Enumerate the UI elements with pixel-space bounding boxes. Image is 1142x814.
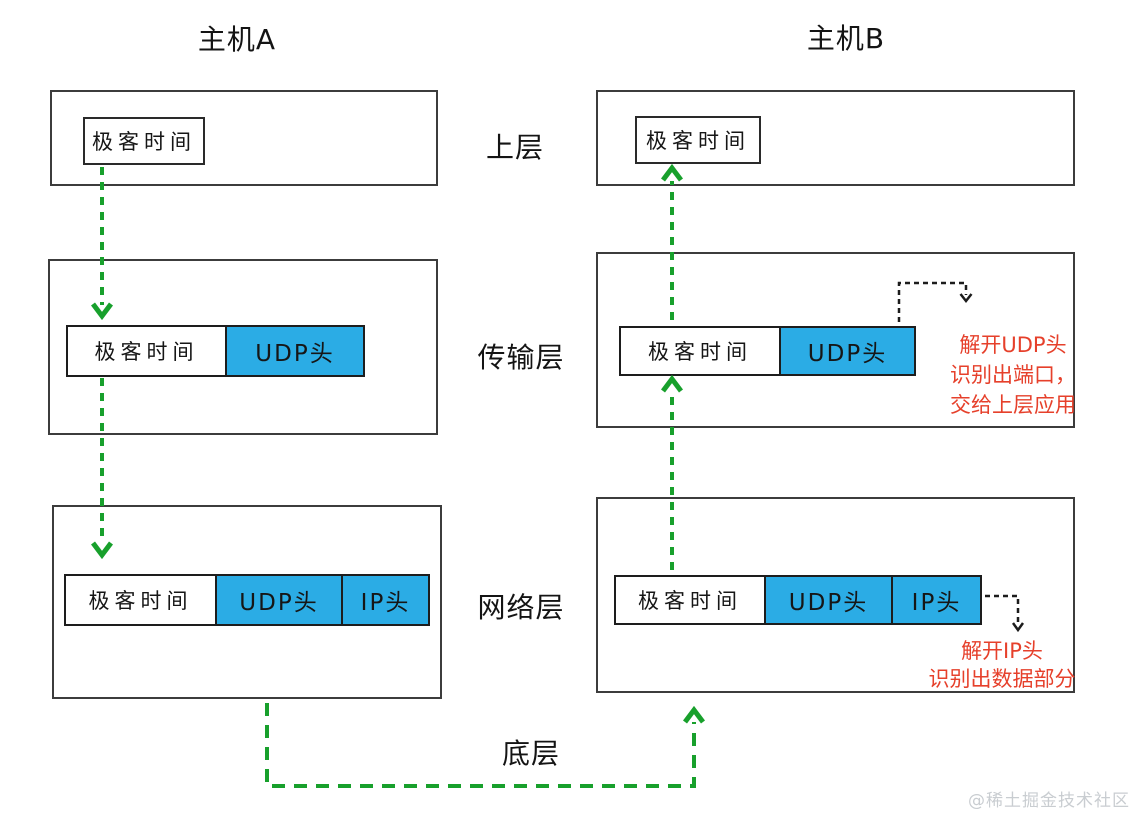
layer-label-transport: 传输层 <box>477 341 565 374</box>
packet-payload-segment: 极客时间 <box>619 326 781 376</box>
udp-unpack-line-3: 交给上层应用 <box>950 393 1076 417</box>
host-a-transport-packet: 极客时间 UDP头 <box>66 325 365 377</box>
arrow-up-icon <box>683 705 705 724</box>
udp-unpack-line-1: 解开UDP头 <box>959 333 1067 357</box>
packet-payload-segment: 极客时间 <box>66 325 227 377</box>
host-b-transport-layer-box: 极客时间 UDP头 <box>596 252 1075 428</box>
packet-udp-header-segment: UDP头 <box>764 575 893 625</box>
host-b-upper-payload-box: 极客时间 <box>635 116 761 164</box>
host-a-upper-payload-box: 极客时间 <box>83 117 205 165</box>
layer-label-network: 网络层 <box>477 591 565 624</box>
host-b-upper-layer-box: 极客时间 <box>596 90 1075 186</box>
packet-ip-header-segment: IP头 <box>341 574 430 626</box>
packet-payload-segment: 极客时间 <box>614 575 766 625</box>
ip-unpack-line-2: 识别出数据部分 <box>928 667 1076 691</box>
layer-label-upper: 上层 <box>485 131 544 164</box>
host-a-upper-layer-box: 极客时间 <box>50 90 438 186</box>
packet-udp-header-segment: UDP头 <box>215 574 343 626</box>
udp-unpack-line-2: 识别出端口， <box>950 363 1076 387</box>
ip-unpack-annotation: 解开IP头 识别出数据部分 <box>920 637 1084 693</box>
host-a-network-layer-box: 极客时间 UDP头 IP头 <box>52 505 442 699</box>
ip-unpack-line-1: 解开IP头 <box>961 639 1043 663</box>
watermark: @稀土掘金技术社区 <box>968 791 1130 811</box>
host-b-title: 主机B <box>806 22 886 55</box>
host-a-transport-layer-box: 极客时间 UDP头 <box>48 259 438 435</box>
host-a-network-packet: 极客时间 UDP头 IP头 <box>64 574 430 626</box>
udp-unpack-annotation: 解开UDP头 识别出端口， 交给上层应用 <box>938 330 1088 420</box>
host-a-title: 主机A <box>197 23 277 56</box>
host-b-transport-packet: 极客时间 UDP头 <box>619 326 916 376</box>
host-b-network-packet: 极客时间 UDP头 IP头 <box>614 575 982 625</box>
packet-udp-header-segment: UDP头 <box>225 325 365 377</box>
packet-payload-segment: 极客时间 <box>64 574 217 626</box>
layer-label-bottom: 底层 <box>501 737 560 770</box>
packet-udp-header-segment: UDP头 <box>779 326 916 376</box>
packet-ip-header-segment: IP头 <box>891 575 982 625</box>
